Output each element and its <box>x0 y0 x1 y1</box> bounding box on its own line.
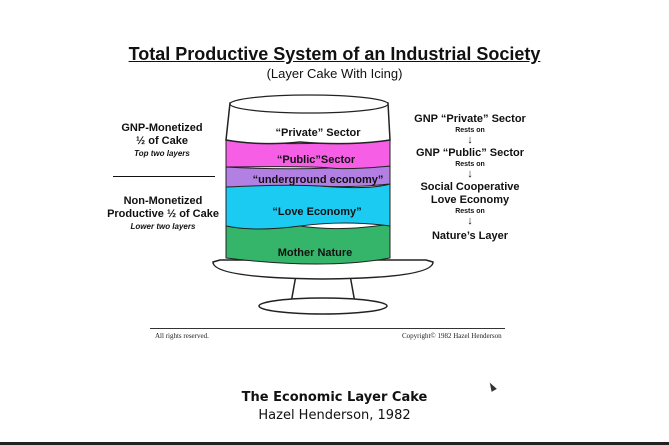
caption-author: Hazel Henderson, 1982 <box>258 408 411 423</box>
page-subtitle: (Layer Cake With Icing) <box>266 66 403 81</box>
rests-on-2: Rests on <box>455 161 485 168</box>
layer-public <box>225 138 391 170</box>
left-divider <box>113 176 215 177</box>
non-monetized-label: Non-Monetized Productive ½ of Cake Lower… <box>98 195 228 231</box>
layer-label-love: “Love Economy” <box>272 206 361 218</box>
cake-plate <box>212 259 434 280</box>
non-monetized-line1: Non-Monetized <box>123 195 203 207</box>
layer-label-public: “Public”Sector <box>277 154 356 166</box>
right-item-private: GNP “Private” Sector <box>414 113 526 125</box>
rights-text: All rights reserved. <box>155 332 209 340</box>
layer-label-nature: Mother Nature <box>278 247 353 259</box>
layer-label-underground: “underground economy” <box>253 174 384 186</box>
layer-underground <box>225 165 391 188</box>
cake-stand-base <box>258 297 388 315</box>
icing-top <box>229 94 389 114</box>
layer-label-private: “Private” Sector <box>276 127 362 139</box>
rests-on-3: Rests on <box>455 208 485 215</box>
down-arrow-icon: ↓ <box>467 215 473 227</box>
monetized-line1: GNP-Monetized <box>121 122 203 134</box>
right-item-love-economy: Love Economy <box>430 194 510 206</box>
rests-on-1: Rests on <box>455 127 485 134</box>
right-item-nature: Nature’s Layer <box>431 230 509 242</box>
caption-title: The Economic Layer Cake <box>241 390 428 405</box>
non-monetized-note: Lower two layers <box>130 222 196 231</box>
page-title: Total Productive System of an Industrial… <box>128 44 541 64</box>
down-arrow-icon: ↓ <box>467 168 473 180</box>
monetized-label: GNP-Monetized ½ of Cake Top two layers <box>97 122 227 158</box>
down-arrow-icon: ↓ <box>467 134 473 146</box>
copyright-text: Copyright© 1982 Hazel Henderson <box>402 332 502 340</box>
right-item-public: GNP “Public” Sector <box>416 147 524 159</box>
non-monetized-line2: Productive ½ of Cake <box>107 208 219 220</box>
right-item-social-cooperative: Social Cooperative <box>420 181 520 193</box>
footer-rule <box>150 328 505 329</box>
monetized-note: Top two layers <box>134 149 190 158</box>
monetized-line2: ½ of Cake <box>136 135 188 147</box>
right-hierarchy: GNP “Private” Sector Rests on ↓ GNP “Pub… <box>405 113 535 243</box>
bottom-edge-bar <box>0 442 669 445</box>
